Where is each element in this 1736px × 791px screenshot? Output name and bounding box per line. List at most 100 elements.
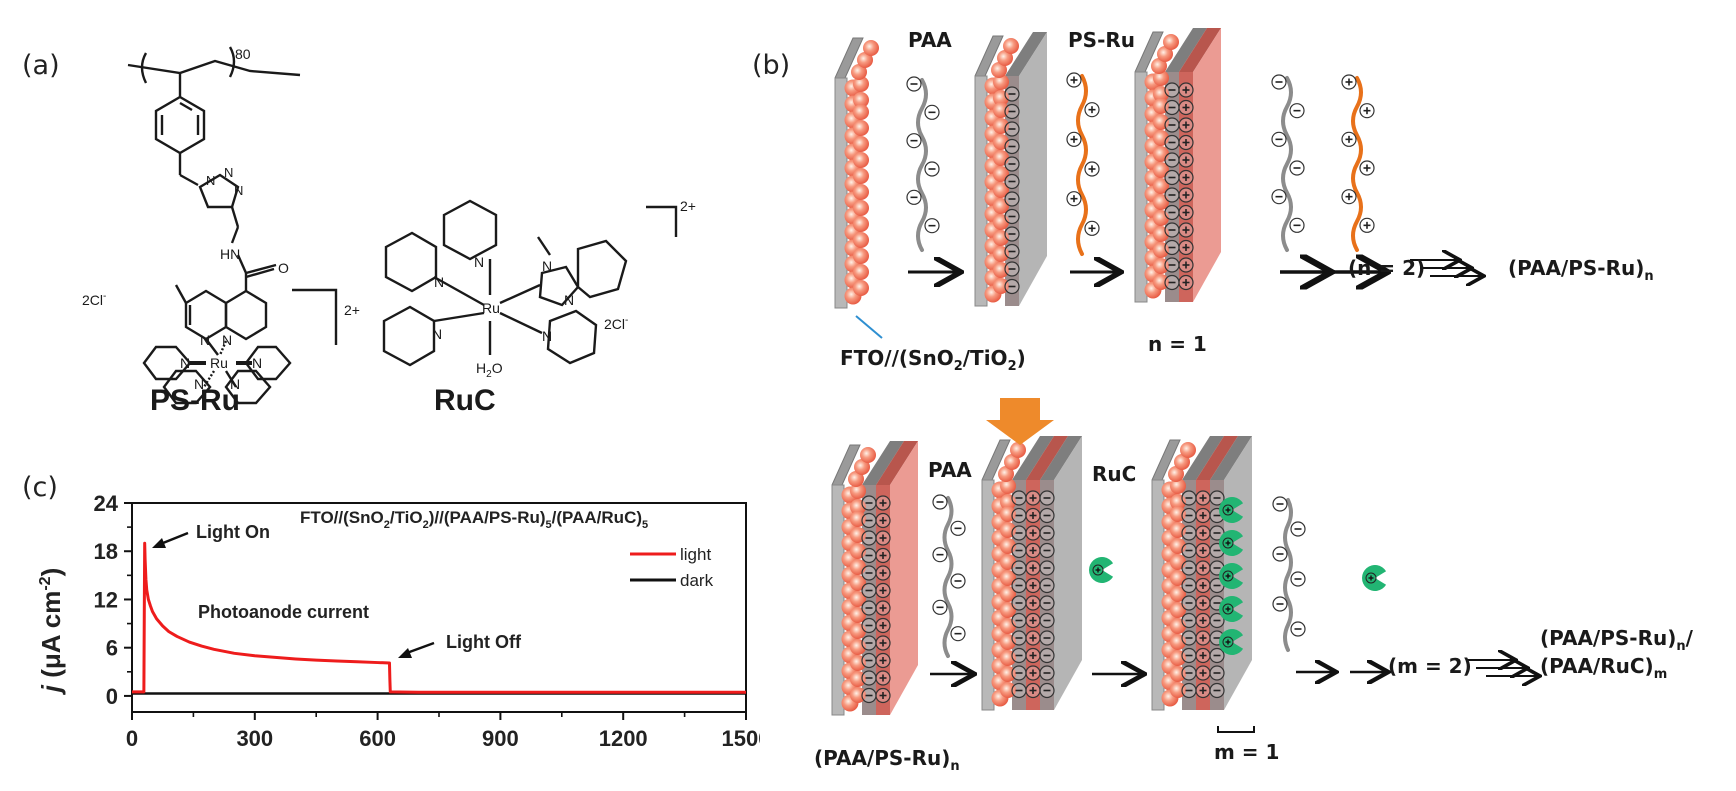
top-repeat-label: (n = 2) (1348, 256, 1426, 280)
polyelectrolyte-chains (906, 72, 1387, 658)
atom-water: H2O (476, 360, 503, 380)
paa-chain (1271, 74, 1305, 252)
atom-n: N (180, 355, 190, 371)
atom-n: N (434, 274, 444, 290)
ruc-molecule-icon (1219, 563, 1244, 589)
panel-label-a: (a) (22, 50, 60, 81)
paa-chain (906, 76, 940, 252)
atom-n: N (200, 332, 210, 348)
x-tick-label: 300 (236, 726, 273, 751)
ruc-molecule-icon (1219, 629, 1244, 655)
top-step2-label: PS-Ru (1068, 28, 1136, 52)
x-tick-label: 0 (126, 726, 138, 751)
atom-ru: Ru (482, 300, 500, 316)
reaction-arrows (908, 260, 1538, 676)
chart-series (132, 541, 746, 695)
bottom-step1-label: PAA (928, 458, 972, 482)
bottom-start-label: (PAA/PS-Ru)n (814, 746, 960, 774)
annotation-photoanode-current: Photoanode current (198, 602, 369, 622)
orange-down-arrow-icon (986, 398, 1054, 445)
atom-n: N (542, 258, 552, 274)
light-off-arrowhead-icon (398, 648, 412, 658)
lbl-assembly-schematic: FTO FTO FTO FTO FTO FTO (831, 28, 1736, 733)
atom-n: N (542, 328, 552, 344)
ruc-molecule-icon (1219, 530, 1244, 557)
repeat-subscript: 80 (235, 46, 251, 62)
ps-ru-chain (1341, 74, 1375, 252)
ruc-molecule-icon (1219, 596, 1244, 622)
x-tick-label: 900 (482, 726, 519, 751)
atom-n: N (234, 183, 243, 198)
ps-ru-name: PS-Ru (150, 384, 240, 417)
plates: FTO FTO FTO FTO FTO FTO (831, 28, 1252, 716)
ruc-molecule-icon (1219, 497, 1244, 523)
ruc-atom-labels: Ru N N N N N N H2O 2Cl- 2+ (432, 198, 696, 380)
ruc-structure (382, 199, 678, 367)
atom-n: N (222, 332, 232, 348)
chart-annotation-title: FTO//(SnO2/TiO2)//(PAA/PS-Ru)5/(PAA/RuC)… (300, 508, 648, 531)
n1-label: n = 1 (1148, 332, 1207, 356)
chemical-structures: 80 N N N HN O N N Ru N N N N 2Cl- 2+ Ru … (82, 46, 696, 405)
atom-n: N (252, 355, 262, 371)
atom-n: N (194, 376, 204, 392)
top-step1-label: PAA (908, 28, 952, 52)
y-tick-label: 24 (94, 491, 119, 516)
bottom-repeat-label: (m = 2) (1388, 654, 1472, 678)
atom-n: N (206, 173, 215, 188)
ruc-molecule-icon (1362, 565, 1387, 591)
electrode-plate: FTO (831, 441, 918, 716)
bottom-product-line1: (PAA/PS-Ru)n/ (1540, 626, 1693, 654)
panel-label-c: (c) (22, 472, 58, 503)
series-line-light (132, 541, 746, 694)
ps-ru-atom-labels: 80 N N N HN O N N Ru N N N N 2Cl- 2+ (82, 46, 360, 392)
atom-n: N (474, 254, 484, 270)
atom-o: O (278, 260, 289, 276)
m1-label: m = 1 (1214, 740, 1280, 764)
atom-n: N (432, 326, 442, 342)
y-tick-label: 18 (94, 539, 118, 564)
legend-label-dark: dark (680, 571, 714, 590)
multi-step-arrow-icon (1410, 260, 1482, 276)
bottom-product-line2: (PAA/RuC)m (1540, 654, 1668, 682)
electrode-plate: FTO (981, 436, 1082, 711)
y-tick-label: 12 (94, 587, 118, 612)
m1-bracket (1217, 726, 1255, 733)
atom-n: N (224, 165, 233, 180)
ps-ru-structure (127, 46, 338, 405)
substrate-pointer (855, 315, 883, 339)
annotation-light-on: Light On (196, 522, 270, 542)
x-tick-label: 1200 (599, 726, 648, 751)
chart-legend: light dark (630, 545, 714, 590)
ruc-charge: 2+ (680, 198, 696, 214)
panel-label-b: (b) (752, 50, 791, 81)
multi-step-arrow-icon (1466, 660, 1538, 676)
paa-chain (1272, 496, 1306, 652)
y-axis-label: j (μA cm-2) (36, 568, 66, 696)
y-tick-label: 6 (106, 636, 118, 661)
top-product-label: (PAA/PS-Ru)n (1508, 256, 1654, 284)
legend-label-light: light (680, 545, 711, 564)
electrode-plate: FTO (1151, 436, 1252, 711)
electrode-plate: FTO (834, 37, 879, 309)
ps-ru-counterion: 2Cl- (82, 291, 106, 308)
atom-n: N (230, 376, 240, 392)
ps-ru-charge: 2+ (344, 302, 360, 318)
light-on-arrowhead-icon (152, 538, 166, 548)
bottom-step2-label: RuC (1092, 462, 1137, 486)
ruc-name: RuC (434, 384, 496, 417)
ruc-counterion: 2Cl- (604, 315, 628, 332)
atom-ru: Ru (210, 355, 228, 371)
ps-ru-chain (1066, 72, 1100, 256)
atom-hn: HN (220, 246, 240, 262)
ruc-molecule-icon (1089, 557, 1114, 583)
electrode-plate: FTO (1134, 28, 1221, 303)
electrode-plate: FTO (974, 32, 1047, 307)
paa-chain (932, 494, 966, 658)
y-tick-label: 0 (106, 684, 118, 709)
atom-n: N (564, 292, 574, 308)
x-tick-label: 600 (359, 726, 396, 751)
annotation-light-off: Light Off (446, 632, 522, 652)
